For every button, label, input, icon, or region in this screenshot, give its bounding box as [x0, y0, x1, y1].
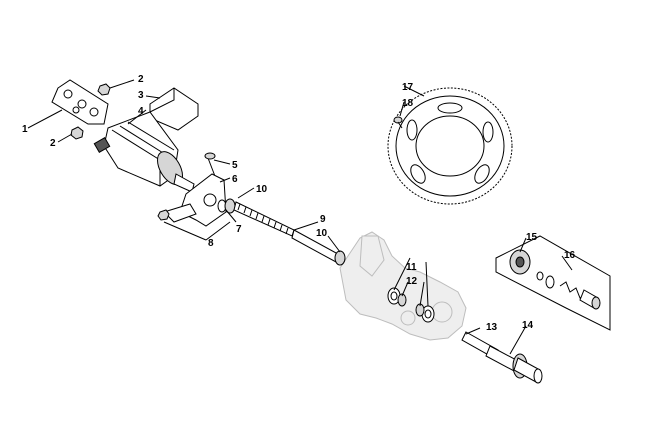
washer-11-left [387, 287, 401, 305]
nut-8 [157, 209, 170, 221]
callout-13: 13 [486, 322, 498, 333]
washer-12-left [397, 293, 407, 307]
callout-9: 9 [320, 214, 326, 225]
callout-2-lower: 2 [50, 138, 56, 149]
callout-10-upper: 10 [256, 184, 268, 195]
callout-14: 14 [522, 320, 534, 331]
callout-16: 16 [564, 250, 576, 261]
starter-motor [93, 111, 195, 193]
callout-15: 15 [526, 232, 538, 243]
mounting-bracket [51, 79, 109, 125]
screw-18 [393, 116, 403, 129]
callout-17: 17 [402, 82, 414, 93]
callout-3: 3 [138, 90, 144, 101]
clutch-shaft [461, 331, 543, 384]
callouts: 1 2 2 3 4 5 6 7 8 9 10 10 11 12 13 14 15… [22, 74, 576, 333]
kit-outline [495, 235, 611, 331]
leader-lines [27, 79, 573, 355]
callout-4: 4 [138, 106, 144, 117]
nut-lower [70, 126, 84, 140]
callout-7: 7 [236, 224, 242, 235]
callout-12: 12 [406, 276, 418, 287]
nut-upper [97, 83, 111, 96]
engine-case-ghost [339, 231, 467, 341]
callout-18: 18 [402, 98, 414, 109]
spring-and-cap [559, 281, 601, 310]
callout-5: 5 [232, 160, 238, 171]
washer-7 [217, 198, 236, 214]
callout-2-upper: 2 [138, 74, 144, 85]
bendix-drive [509, 249, 555, 289]
callout-8: 8 [208, 238, 214, 249]
callout-10-lower: 10 [316, 228, 328, 239]
callout-1: 1 [22, 124, 28, 135]
callout-11: 11 [406, 262, 417, 273]
callout-6: 6 [232, 174, 238, 185]
drive-spring [233, 201, 346, 266]
ring-gear [387, 87, 513, 205]
end-plate [163, 173, 227, 227]
